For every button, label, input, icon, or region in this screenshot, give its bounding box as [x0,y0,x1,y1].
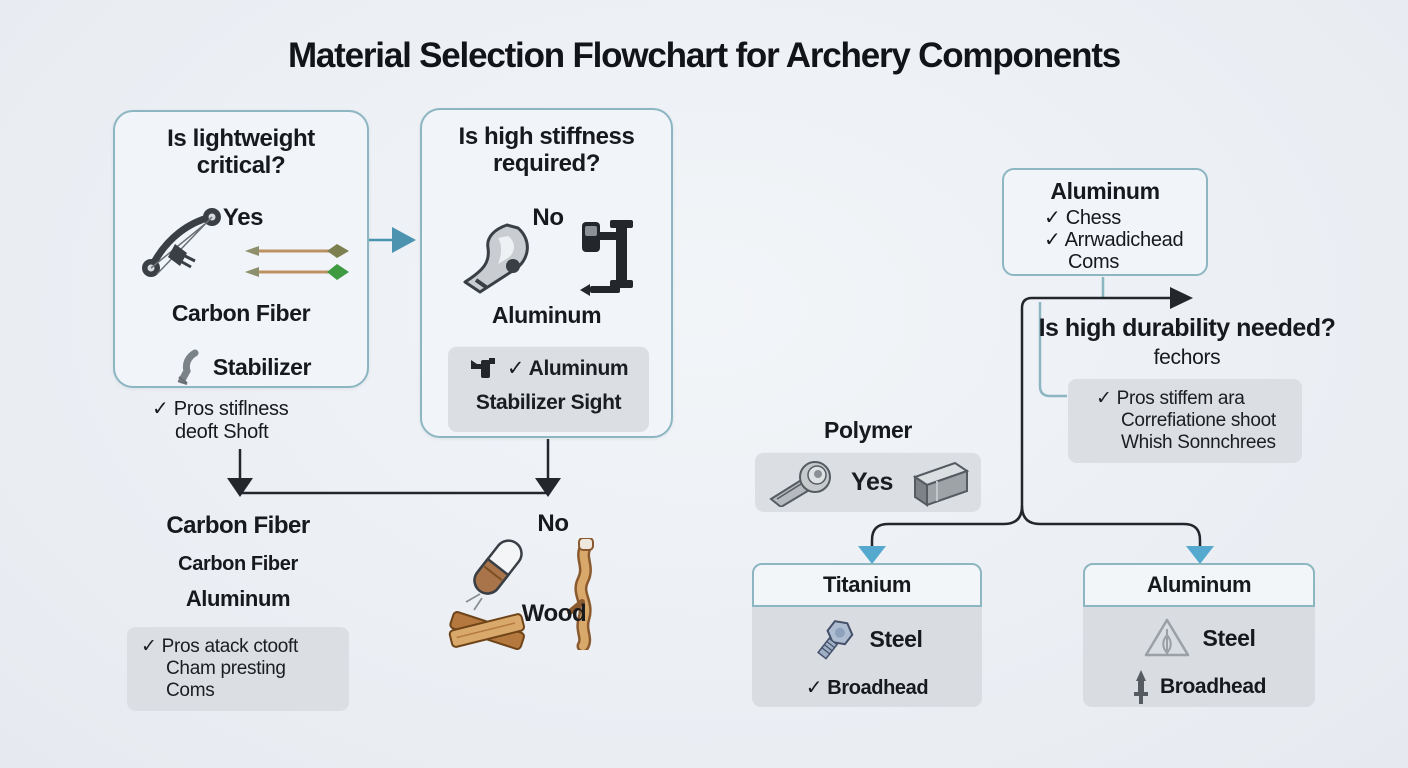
decision-box-stiffness: Is high stiffness required? No [420,108,673,438]
stabilizer-icon [171,348,203,386]
note-component: Stabilizer Sight [475,391,622,414]
box-titanium: Titanium Steel ✓ Broadhead [752,563,982,709]
result-note-box: ✓ Pros atack ctooft Cham presting Coms [127,626,349,712]
arrow-insert-icon [1132,669,1150,705]
polymer-answer: Yes [851,468,893,496]
polymer-label: Polymer [824,417,912,443]
result-carbon-fiber: Carbon Fiber Carbon Fiber Aluminum ✓ Pro… [108,512,368,712]
material-label: Carbon Fiber [171,300,311,326]
item-broadhead: ✓ Broadhead [805,677,929,699]
durability-note-box: ✓ Pros stiffem ara Correfiatione shoot W… [1068,378,1302,464]
box-title: Aluminum [1083,563,1315,607]
page-title: Material Selection Flowchart for Archery… [287,36,1121,75]
box-body: Steel ✓ Broadhead [752,607,982,707]
note-material: ✓ Aluminum [506,356,629,380]
wood-capsule-icon [452,532,540,612]
material-label: Aluminum [491,302,602,328]
wood-planks-icon [446,602,528,660]
stiffness-note-box: ✓ Aluminum Stabilizer Sight [448,346,649,432]
answer-label-yes: Yes [222,204,264,231]
box-title: Aluminum [1050,178,1160,204]
riser-icon [450,218,540,300]
box-aluminum-top: Aluminum ✓ Chess ✓ Arrwadichead Coms [1002,168,1208,276]
result-line2: Carbon Fiber [178,553,298,575]
question-durability: Is high durability needed? [1038,314,1336,342]
screw-icon [763,459,837,507]
box-aluminum-bottom: Aluminum Steel [1083,563,1315,709]
arrows-icon [243,240,363,284]
item-steel: Steel [1202,624,1256,651]
result-line3: Aluminum [185,586,291,611]
bow-sight-icon [574,214,642,300]
compound-bow-icon [133,204,227,286]
box-body: Steel Broadhead [1083,607,1315,707]
box-title: Titanium [752,563,982,607]
durability-subtext: fechors [1153,346,1221,369]
branch-icon [552,538,614,650]
material-label-wood: Wood [521,600,587,627]
box-items: ✓ Chess ✓ Arrwadichead Coms [1044,207,1184,273]
polymer-pill: Yes [755,452,981,512]
question-text: Is lightweight critical? [167,125,315,179]
result-title: Carbon Fiber [166,512,310,539]
bolt-icon [812,617,858,661]
decision-box-lightweight: Is lightweight critical? Yes [113,110,369,388]
item-broadhead: Broadhead [1159,675,1267,698]
metal-bar-icon [907,459,973,507]
answer-label-no: No [532,204,564,231]
component-label: Stabilizer [212,353,312,380]
broadhead-outline-icon [1143,617,1191,659]
item-steel: Steel [869,625,923,652]
small-sight-icon [469,356,499,382]
lightweight-note: ✓ Pros stiflness deoft Shoft [152,398,289,443]
answer-label-no-wood: No [537,510,569,537]
question-text: Is high stiffness required? [458,123,635,177]
